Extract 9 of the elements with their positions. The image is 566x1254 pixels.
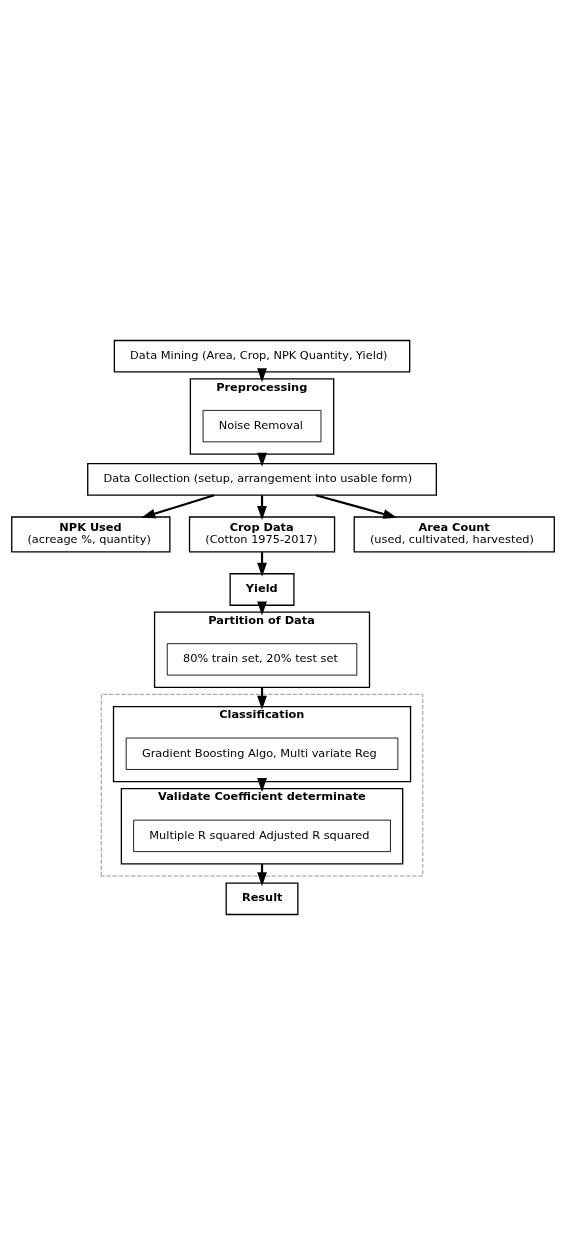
node-box: Crop Data (Cotton 1975-2017) <box>188 515 336 553</box>
node-box: 80% train set, 20% test set <box>166 642 358 676</box>
node-box: Area Count (used, cultivated, harvested) <box>353 515 555 553</box>
node-box: Data Collection (setup, arrangement into usable form) <box>87 462 437 496</box>
node-box: Result <box>225 881 299 915</box>
node-box: NPK Used (acreage %, quantity) <box>11 515 171 553</box>
node-box: Gradient Boosting Algo, Multi variate Reg <box>125 737 399 770</box>
node-box: Noise Removal <box>202 409 322 442</box>
node-box: Multiple R squared Adjusted R squared <box>133 819 391 852</box>
